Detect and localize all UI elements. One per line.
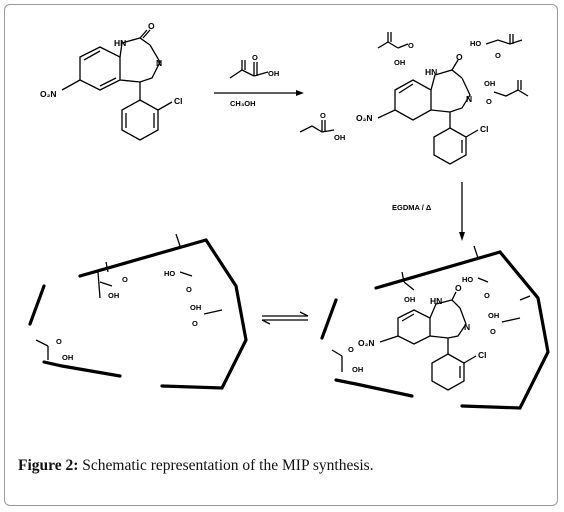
template-no2-label: O₂N [40, 89, 57, 99]
mip-site3-oh-label: OH [488, 311, 499, 320]
template-nh-label: HN [114, 38, 126, 48]
mip-template-no2-label: O₂N [358, 338, 375, 348]
mip-with-template: HN O N O₂N Cl OH HO O OH O O OH [320, 245, 550, 410]
template-cl-label: Cl [174, 96, 183, 106]
mip-site3-o-label: O [490, 327, 496, 336]
figure-frame [4, 4, 558, 506]
reagent-o-label: O [252, 53, 258, 62]
complex-no2-label: O₂N [356, 113, 373, 123]
equilibrium-arrows [261, 311, 309, 325]
mip-empty-cavity: O OH HO O OH O O OH [28, 233, 248, 390]
complex-o-label: O [456, 52, 463, 62]
cavity-site1-oh-label: OH [108, 291, 119, 300]
monomer4-o-label: O [320, 111, 326, 120]
cavity-site3-oh-label: OH [190, 303, 201, 312]
mip-template-n-label: N [464, 322, 470, 332]
monomer1-oh-label: OH [394, 58, 405, 67]
complex-nh-label: HN [425, 67, 437, 77]
mip-site2-o-label: O [484, 291, 490, 300]
cavity-site2-ho-label: HO [164, 269, 175, 278]
mip-template-o-label: O [455, 283, 462, 293]
monomer3-oh-label: OH [484, 79, 495, 88]
cavity-site2-o-label: O [186, 285, 192, 294]
monomer3-o-label: O [486, 97, 492, 106]
figure-label: Figure 2: [18, 457, 79, 474]
reagent-oh-label: OH [268, 69, 279, 78]
mip-site1-oh-label: OH [404, 295, 415, 304]
reaction-step-2: EGDMA / Δ [392, 182, 465, 241]
cavity-site4-o-label: O [56, 337, 62, 346]
mip-site4-o-label: O [348, 345, 354, 354]
monomer4-oh-label: OH [334, 133, 345, 142]
template-carbonyl-o-label: O [148, 21, 155, 31]
template-molecule-clonazepam: HN O N O₂N Cl [40, 21, 183, 141]
reaction-step-1: OH O CH₃OH [214, 53, 304, 108]
mip-site4-oh-label: OH [352, 365, 363, 374]
cavity-site1-o-label: O [122, 275, 128, 284]
prepolymerization-complex: HN O N O₂N Cl O OH HO O OH O O OH [299, 32, 529, 165]
mip-template-nh-label: HN [430, 296, 442, 306]
complex-n-label: N [466, 94, 472, 104]
complex-cl-label: Cl [480, 124, 489, 134]
cavity-site4-oh-label: OH [62, 353, 73, 362]
crosslinker-label: EGDMA / Δ [392, 203, 432, 212]
template-n-label: N [156, 58, 162, 68]
monomer2-o-label: O [495, 51, 501, 60]
monomer2-ho-label: HO [470, 39, 481, 48]
monomer1-o-label: O [408, 41, 414, 50]
figure-caption-text: Schematic representation of the MIP synt… [78, 457, 374, 474]
cavity-site3-o-label: O [192, 319, 198, 328]
mip-template-cl-label: Cl [478, 350, 487, 360]
reagent-solvent-label: CH₃OH [230, 99, 256, 108]
mip-site2-ho-label: HO [462, 275, 473, 284]
figure-caption: Figure 2: Schematic representation of th… [18, 457, 374, 475]
